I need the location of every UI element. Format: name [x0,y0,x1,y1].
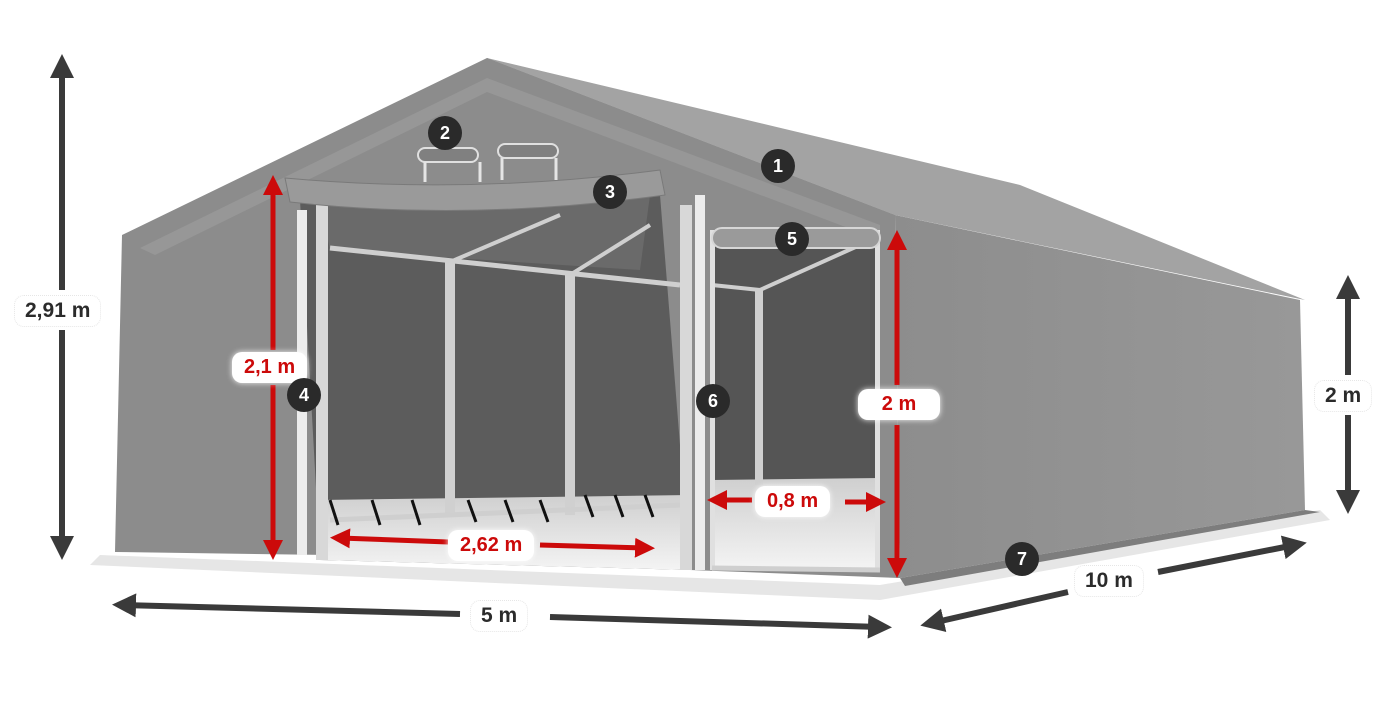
callout-badge-2: 2 [428,116,462,150]
dimension-main-door-width [330,528,655,558]
side-door-opening [710,227,881,573]
callout-badge-6: 6 [696,384,730,418]
label-side-height: 2 m [1314,380,1373,412]
label-main-door-height: 2,1 m [232,352,308,383]
callout-badge-7: 7 [1005,542,1039,576]
label-side-door-width: 0,8 m [755,486,831,517]
label-width: 5 m [470,600,529,632]
label-side-door-height: 2 m [858,389,940,420]
label-main-door-width: 2,62 m [448,530,535,561]
side-wall [895,215,1320,586]
dimension-width [112,593,892,639]
label-length: 10 m [1074,565,1144,597]
callout-badge-3: 3 [593,175,627,209]
rolled-main-door [284,169,666,211]
label-total-height: 2,91 m [14,295,102,327]
dimension-length [920,535,1307,633]
ground-shadow [90,510,1330,600]
dimension-side-door-width [707,490,886,512]
callout-badge-1: 1 [761,149,795,183]
main-door-opening [297,195,705,570]
callout-badge-5: 5 [775,222,809,256]
gable-vent-rollers [417,143,559,182]
callout-badge-4: 4 [287,378,321,412]
